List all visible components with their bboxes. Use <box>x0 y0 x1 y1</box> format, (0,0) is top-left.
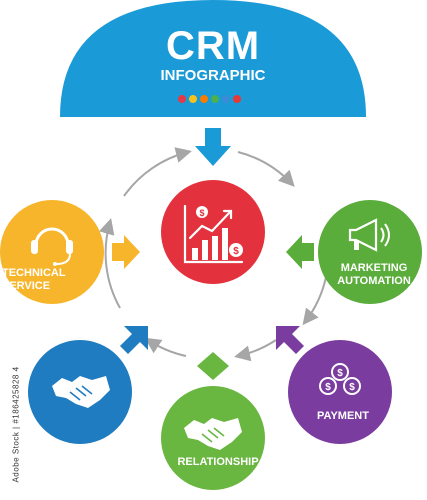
marketing-automation-label: MARKETING AUTOMATION <box>322 262 426 288</box>
growth-chart-icon: $ $ <box>183 204 244 264</box>
svg-text:$: $ <box>349 382 355 393</box>
cycle-arrow-right-down <box>302 276 327 326</box>
cycle-arrows <box>98 147 327 362</box>
dot-orange <box>200 95 208 103</box>
payment-node: $ $ $ <box>288 340 392 444</box>
coins-icon: $ $ $ <box>319 363 361 395</box>
cycle-arrow-left-up <box>98 218 121 309</box>
technical-service-label-line2: SERVICE <box>2 280 51 292</box>
headset-icon <box>31 227 73 266</box>
dot-red <box>178 95 186 103</box>
dot-blue <box>222 95 230 103</box>
svg-text:$: $ <box>233 246 239 257</box>
handshake-icon <box>52 376 110 408</box>
relationship-arrow <box>197 352 229 380</box>
color-dots <box>178 95 241 103</box>
partnership-node <box>28 340 132 444</box>
page-subtitle: INFOGRAPHIC <box>160 67 266 84</box>
relationship-node <box>161 386 265 490</box>
dot-yellow <box>189 95 197 103</box>
cycle-arrow-bottom-left <box>144 337 187 357</box>
handshake-icon <box>184 418 242 450</box>
page-title: CRM <box>165 24 261 68</box>
marketing-automation-node <box>318 200 422 304</box>
dot-red-2 <box>233 95 241 103</box>
cycle-arrow-top-right <box>237 151 295 187</box>
svg-text:$: $ <box>325 382 331 393</box>
cycle-arrow-bottom-right <box>234 339 277 362</box>
megaphone-icon <box>348 218 390 252</box>
header-dome <box>60 0 366 117</box>
svg-text:$: $ <box>199 208 204 218</box>
payment-arrow <box>276 326 304 354</box>
dot-green <box>211 95 219 103</box>
partnership-arrow <box>120 326 148 354</box>
technical-arrow <box>112 235 140 269</box>
stock-id-text: Adobe Stock | #186425828 4 <box>11 366 21 483</box>
svg-text:$: $ <box>337 368 343 379</box>
payment-label: PAYMENT <box>317 410 369 422</box>
header-down-arrow <box>195 128 231 166</box>
technical-service-node <box>0 200 104 304</box>
hub-node: $ $ <box>161 180 265 284</box>
marketing-automation-label-line1: MARKETING <box>340 262 408 274</box>
technical-service-label-line1: TECHNICAL <box>2 267 66 279</box>
marketing-arrow <box>286 235 314 269</box>
cycle-arrow-top-left <box>123 147 192 197</box>
marketing-automation-label-line2: AUTOMATION <box>337 275 411 287</box>
relationship-label: RELATIONSHIP <box>177 456 259 468</box>
stock-watermark: Adobe Stock | #186425828 4 <box>6 360 21 500</box>
technical-service-label: TECHNICAL SERVICE <box>2 267 98 293</box>
